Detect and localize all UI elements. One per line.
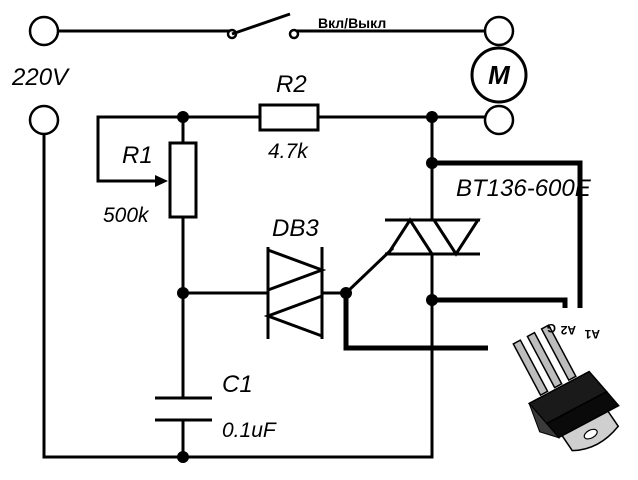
r1-body: [168, 141, 198, 219]
wire-a1-leg: [432, 160, 583, 320]
package-tab-hole: [583, 428, 598, 440]
pin-label-a2: A2: [560, 323, 576, 337]
wire-gate: [343, 246, 395, 296]
junction-mid: [177, 287, 189, 299]
diac-triangle-upper: [266, 247, 327, 293]
triac-triangle-right: [431, 218, 481, 257]
package-body-side: [528, 403, 561, 439]
diac-label: DB3: [272, 215, 319, 242]
switch: Вкл/Выкл: [226, 12, 386, 40]
junction-a2: [426, 294, 438, 306]
terminal-motor-bottom: [483, 104, 515, 136]
terminal-bottom-left: [28, 104, 60, 136]
resistor-r2: R2 4.7k: [258, 71, 320, 163]
pin-label-g: G: [547, 321, 556, 335]
triac-triangle-left: [385, 217, 435, 256]
package-leg-a1: [540, 324, 577, 382]
switch-label: Вкл/Выкл: [318, 15, 386, 31]
motor-body: [470, 46, 528, 104]
resistor-r1: R1 500k: [103, 141, 198, 227]
triac-package: G A2 A1: [488, 308, 620, 452]
junction-triac-top: [426, 111, 438, 123]
junction-c1-bottom: [177, 451, 189, 463]
motor: M: [470, 46, 528, 104]
c1-value: 0.1uF: [222, 419, 277, 442]
r2-value: 4.7k: [268, 140, 309, 163]
junction-a1: [426, 157, 438, 169]
wire-g-leg: [343, 293, 550, 351]
motor-label: M: [488, 60, 511, 90]
r2-body: [258, 103, 320, 132]
terminal-top-left: [28, 15, 60, 47]
junction-r1-top: [177, 111, 189, 123]
diac-triangle-lower: [263, 293, 324, 339]
package-leg-a2: [526, 331, 563, 389]
switch-contact-right: [288, 28, 300, 40]
r1-wiper-arrow: [155, 175, 168, 187]
package-leg-g: [512, 339, 549, 397]
junction-gate: [340, 287, 352, 299]
capacitor-c1: C1 0.1uF: [155, 371, 277, 442]
r1-value: 500k: [103, 204, 150, 227]
diac-db3: DB3: [263, 215, 327, 339]
r1-name: R1: [122, 142, 153, 169]
pin-label-a1: A1: [584, 327, 600, 341]
r2-name: R2: [276, 71, 307, 98]
switch-lever: [231, 12, 291, 36]
wires: [42, 29, 487, 459]
terminal-motor-top: [483, 15, 515, 47]
triac: BT136-600E: [385, 175, 592, 257]
supply-label: 220V: [11, 64, 70, 91]
triac-label: BT136-600E: [456, 175, 592, 202]
junctions: [177, 111, 438, 463]
terminals: [28, 15, 515, 136]
c1-name: C1: [222, 371, 253, 398]
